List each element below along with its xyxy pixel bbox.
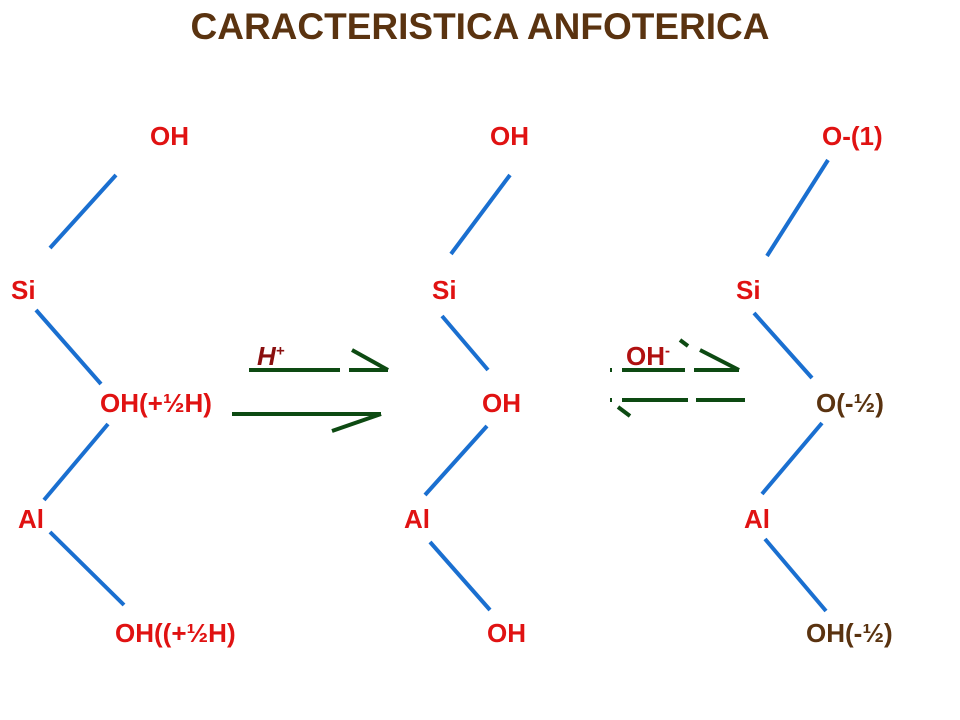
center-silicon: Si — [432, 275, 457, 305]
bond-center-oh-al — [423, 424, 489, 497]
bond-right-o-si — [765, 158, 830, 258]
equilibrium-arrow-base — [610, 338, 745, 418]
base-label-charge: - — [665, 342, 670, 360]
bond-right-al-oh — [763, 537, 828, 613]
base-label-symbol: OH — [626, 341, 665, 371]
bond-center-si-oh — [440, 314, 490, 372]
page-title: CARACTERISTICA ANFOTERICA — [190, 6, 770, 47]
left-bottom-hydroxyl: OH((+½H) — [115, 618, 236, 648]
bond-center-oh-si — [449, 173, 512, 256]
right-top-oxygen: O-(1) — [822, 121, 883, 151]
bond-center-al-oh — [428, 540, 492, 612]
bond-left-oh-al — [42, 422, 110, 502]
left-top-hydroxyl: OH — [150, 121, 189, 151]
left-middle-hydroxyl: OH(+½H) — [100, 388, 212, 418]
base-label: OH- — [626, 343, 670, 369]
bond-right-si-o — [752, 311, 814, 380]
right-silicon: Si — [736, 275, 761, 305]
acid-label: H+ — [257, 343, 285, 369]
left-silicon: Si — [11, 275, 36, 305]
center-middle-hydroxyl: OH — [482, 388, 521, 418]
bond-right-o-al — [760, 421, 824, 496]
equilibrium-arrow-acid — [232, 348, 389, 433]
center-top-hydroxyl: OH — [490, 121, 529, 151]
acid-label-charge: + — [275, 342, 285, 360]
left-aluminum: Al — [18, 504, 44, 534]
acid-label-symbol: H — [257, 341, 276, 371]
bond-left-al-oh — [48, 530, 126, 607]
center-aluminum: Al — [404, 504, 430, 534]
right-middle-oxygen: O(-½) — [816, 388, 884, 418]
bond-left-si-oh — [34, 308, 103, 386]
bond-left-oh-si — [48, 173, 118, 250]
center-bottom-hydroxyl: OH — [487, 618, 526, 648]
right-aluminum: Al — [744, 504, 770, 534]
right-bottom-hydroxyl: OH(-½) — [806, 618, 893, 648]
